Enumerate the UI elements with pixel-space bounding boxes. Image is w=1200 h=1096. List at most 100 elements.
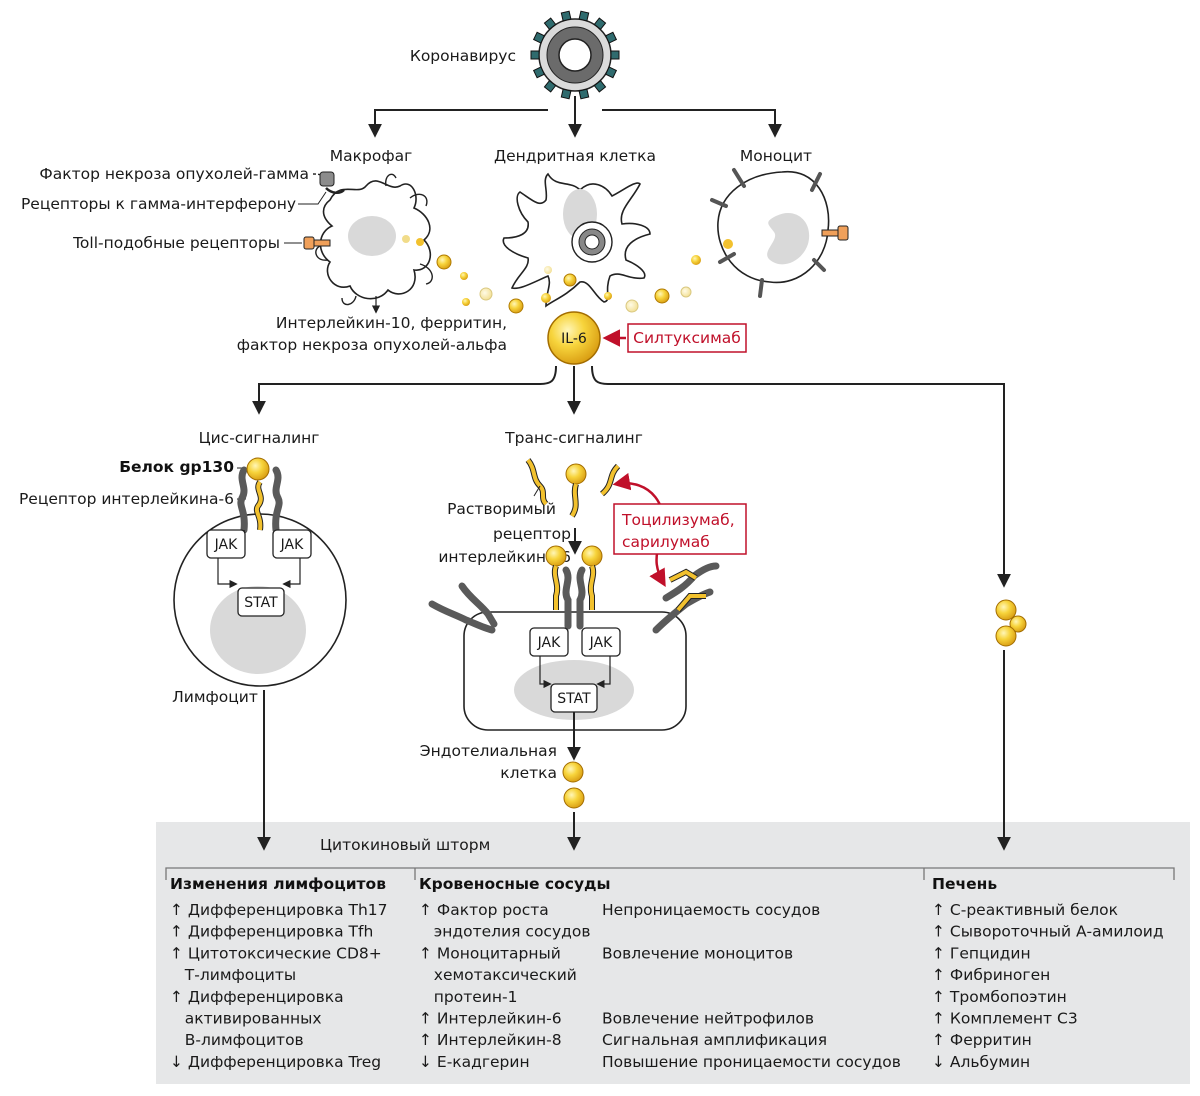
svg-text:STAT: STAT: [244, 595, 278, 611]
cis-stat-box: STAT: [237, 587, 285, 617]
trans-jak-stat-arrow-right: [596, 656, 611, 689]
endothelial-line2: клетка: [500, 764, 557, 782]
lymph-list: ↑ Дифференцировка Th17 ↑ Дифференцировка …: [170, 901, 388, 1071]
monocyte-toll-receptor-icon: [821, 225, 849, 241]
virus-spike: [560, 10, 572, 22]
vessels-left-item: ↑ Интерлейкин-6: [419, 1010, 562, 1028]
vessels-right-item: Сигнальная амплификация: [602, 1031, 827, 1049]
lymph-list-item: В-лимфоцитов: [170, 1031, 304, 1049]
arrow-to-liver: [591, 365, 1011, 588]
soluble-receptor-line2: рецептор: [493, 525, 571, 543]
gp130-label: Белок gp130: [119, 458, 234, 476]
trans-stat-box: STAT: [550, 683, 598, 713]
virus-spike: [532, 31, 545, 44]
tnf-gamma-label: Фактор некроза опухолей-гамма: [39, 165, 309, 183]
lymph-list-item: Т-лимфоциты: [170, 966, 296, 984]
ifn-receptors-pointer: [298, 191, 327, 205]
tocilizumab-box: Тоцилизумаб, сарилумаб: [613, 503, 747, 555]
dendritic-cell: [502, 172, 651, 308]
macrophage-cell: [315, 173, 433, 306]
trans-jak-right: JAK: [581, 627, 621, 657]
virus-spike: [593, 17, 607, 31]
virus-spike: [610, 50, 620, 60]
soluble-receptor-pointer: [533, 485, 541, 497]
vessels-right-item: Непроницаемость сосудов: [602, 901, 820, 919]
lymph-header: Изменения лимфоцитов: [170, 875, 386, 893]
cis-jak-right: JAK: [272, 529, 312, 559]
lymphocyte-label: Лимфоцит: [172, 688, 258, 706]
il6-receptor-label: Рецептор интерлейкина-6: [19, 490, 234, 508]
trans-jak-stat-arrow-left: [539, 656, 552, 689]
vessels-left-item: ↑ Фактор роста: [419, 901, 549, 919]
virus-spike: [532, 66, 545, 79]
vessels-left-item: эндотелия сосудов: [419, 923, 590, 941]
virus-label: Коронавирус: [410, 47, 516, 65]
liver-list-item: ↑ Тромбопоэтин: [932, 988, 1067, 1006]
virus-spike: [543, 17, 557, 31]
soluble-receptor-line3: интерлейкина-6: [438, 548, 571, 566]
lymph-list-item: активированных: [170, 1010, 322, 1028]
cis-receptor-complex: [237, 457, 283, 540]
cis-jak-stat-arrow-right: [282, 558, 301, 589]
vessels-left-item: ↑ Моноцитарный: [419, 944, 561, 962]
liver-list-item: ↑ Сывороточный А-амилоид: [932, 923, 1164, 941]
virus-spike: [560, 88, 572, 100]
tocilizumab-line2: сарилумаб: [622, 533, 710, 551]
liver-list-item: ↓ Альбумин: [932, 1053, 1030, 1071]
lymph-list-item: ↑ Дифференцировка Tfh: [170, 923, 373, 941]
virus-spike: [605, 66, 618, 79]
vessels-left-item: протеин-1: [419, 988, 517, 1006]
arrow-to-cis: [252, 365, 557, 415]
virus-spike: [578, 88, 590, 100]
cis-jak-left: JAK: [206, 529, 246, 559]
virus-spike: [578, 10, 590, 22]
cis-jak-stat-arrow-left: [217, 558, 238, 589]
macrophage-products-line2: фактор некроза опухолей-альфа: [237, 336, 507, 354]
vessels-left-item: ↑ Интерлейкин-8: [419, 1031, 562, 1049]
liver-header: Печень: [932, 875, 997, 893]
coronavirus-icon: [530, 10, 620, 100]
liver-list-item: ↑ С-реактивный белок: [932, 901, 1118, 919]
vessels-left-list: ↑ Фактор роста эндотелия сосудов ↑ Моноци…: [419, 901, 590, 1071]
svg-text:JAK: JAK: [280, 537, 304, 553]
svg-text:STAT: STAT: [557, 691, 591, 707]
lymph-list-item: ↑ Дифференцировка Th17: [170, 901, 388, 919]
storm-title: Цитокиновый шторм: [320, 836, 490, 854]
virus-spike: [543, 79, 557, 93]
vessels-right-item: Вовлечение нейтрофилов: [602, 1010, 814, 1028]
toll-receptors-label: Toll-подобные рецепторы: [72, 234, 280, 252]
soluble-receptor-line1: Растворимый: [447, 500, 556, 518]
il6-label: IL-6: [561, 331, 587, 347]
monocyte-label: Моноцит: [740, 147, 812, 165]
liver-list-item: ↑ Ферритин: [932, 1031, 1032, 1049]
vessels-left-item: хемотаксический: [419, 966, 577, 984]
lymph-list-item: ↑ Дифференцировка: [170, 988, 344, 1006]
endothelial-cytokines: [562, 761, 585, 809]
lymph-list-item: ↑ Цитотоксические CD8+: [170, 944, 382, 962]
lymph-list-item: ↓ Дифференцировка Treg: [170, 1053, 381, 1071]
tocilizumab-line1: Тоцилизумаб,: [621, 511, 735, 529]
il6-node: IL-6: [547, 311, 601, 365]
arrow-to-monocyte: [602, 109, 782, 138]
endothelial-line1: Эндотелиальная: [420, 742, 557, 760]
storm-bracket: [165, 867, 1175, 880]
trans-receptor-complex: [428, 545, 720, 634]
cis-label: Цис-сигналинг: [199, 429, 320, 447]
virus-spike: [530, 50, 540, 60]
cytokine-storm-panel: [156, 822, 1190, 1084]
vessels-left-item: ↓ Е-кадгерин: [419, 1053, 530, 1071]
virus-spike: [593, 79, 607, 93]
monocyte-cell: [710, 168, 849, 298]
macrophage-label: Макрофаг: [330, 147, 412, 165]
ifn-receptors-label: Рецепторы к гамма-интерферону: [21, 195, 296, 213]
svg-text:JAK: JAK: [537, 635, 561, 651]
macrophage-products-line1: Интерлейкин-10, ферритин,: [276, 314, 507, 332]
virus-spike: [605, 31, 618, 44]
cytokine-dots: [436, 254, 701, 314]
arrow-to-macrophage: [368, 109, 548, 138]
svg-text:JAK: JAK: [214, 537, 238, 553]
ifn-receptor-icon: [319, 171, 345, 194]
